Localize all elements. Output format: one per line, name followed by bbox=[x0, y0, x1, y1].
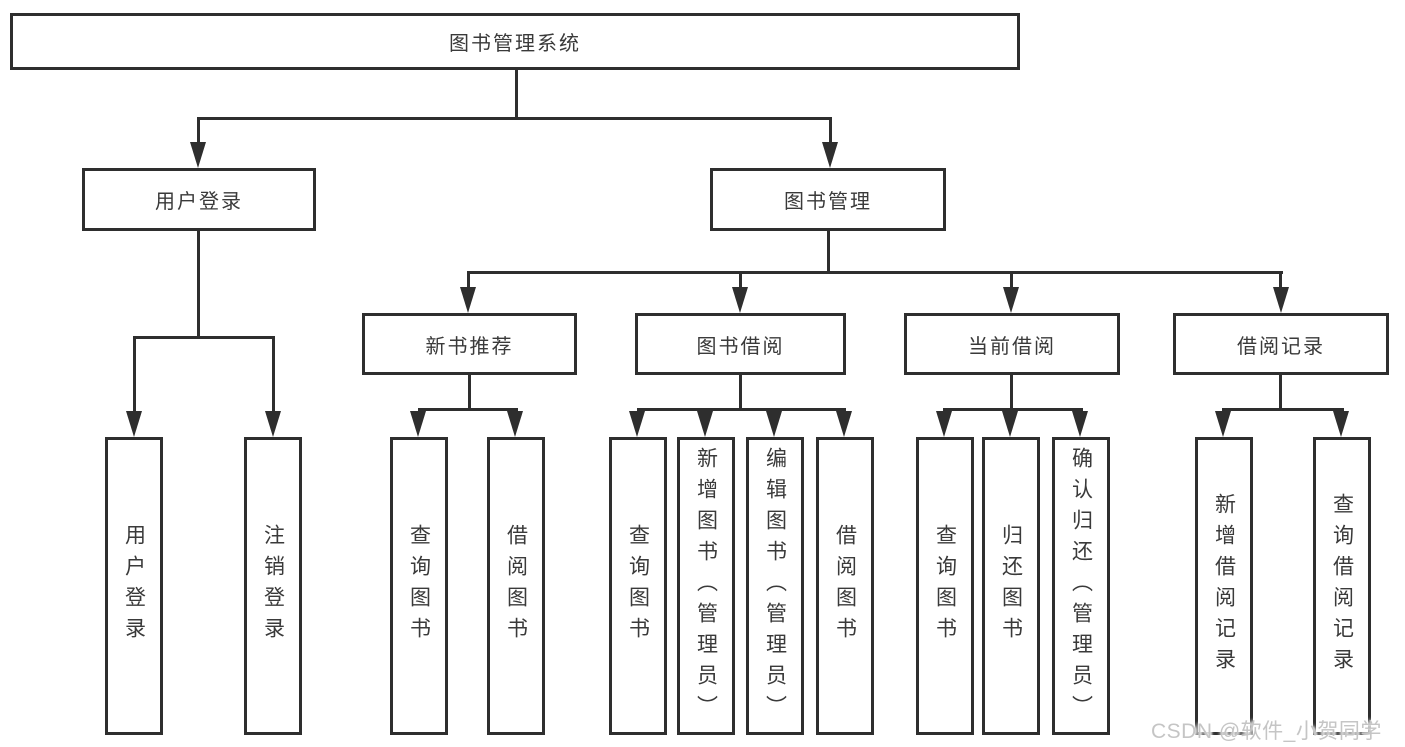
leaf-query-book-2: 查询图书 bbox=[609, 437, 667, 735]
arrowhead-to-return-book bbox=[1002, 411, 1018, 437]
node-label: 用户登录 bbox=[155, 191, 243, 213]
node-user-login: 用户登录 bbox=[82, 168, 316, 231]
connector-borrow-stem bbox=[739, 271, 742, 291]
arrowhead-to-current-borrow bbox=[1003, 287, 1019, 313]
leaf-return-book: 归还图书 bbox=[982, 437, 1040, 735]
leaf-label: 新增借阅记录 bbox=[1212, 493, 1236, 679]
leaf-label: 归还图书 bbox=[999, 524, 1023, 648]
connector-user-login-hline bbox=[133, 336, 275, 339]
connector-book-mgmt-hline bbox=[467, 271, 1283, 274]
node-label: 图书借阅 bbox=[696, 335, 785, 358]
connector-book-mgmt-stem bbox=[827, 231, 830, 271]
leaf-label: 编辑图书（管理员） bbox=[763, 446, 787, 726]
leaf-label: 借阅图书 bbox=[833, 524, 857, 648]
leaf-borrow-book-1: 借阅图书 bbox=[487, 437, 545, 735]
node-label: 借阅记录 bbox=[1237, 335, 1325, 358]
csdn-watermark: CSDN @软件_小贺同学 bbox=[1151, 720, 1382, 743]
arrowhead-to-add-record bbox=[1215, 411, 1231, 437]
arrowhead-to-leaf-logout bbox=[265, 411, 281, 437]
leaf-label: 用户登录 bbox=[122, 524, 146, 648]
connector-root-left-stem bbox=[197, 117, 200, 145]
arrowhead-to-query-record bbox=[1333, 411, 1349, 437]
leaf-label: 查询图书 bbox=[407, 524, 431, 648]
node-label: 当前借阅 bbox=[968, 335, 1056, 358]
connector-newbook-down bbox=[468, 375, 471, 408]
leaf-label: 新增图书（管理员） bbox=[694, 446, 718, 726]
connector-current-stem bbox=[1010, 271, 1013, 291]
leaf-query-book-3: 查询图书 bbox=[916, 437, 974, 735]
leaf-borrow-book-2: 借阅图书 bbox=[816, 437, 874, 735]
leaf-label: 查询图书 bbox=[626, 524, 650, 648]
leaf-label: 查询借阅记录 bbox=[1330, 493, 1354, 679]
connector-current-hline bbox=[943, 408, 1083, 411]
connector-records-stem bbox=[1279, 271, 1282, 291]
arrowhead-to-borrow-records bbox=[1273, 287, 1289, 313]
arrowhead-to-user-login bbox=[190, 142, 206, 168]
node-label: 图书管理 bbox=[784, 191, 872, 213]
connector-newbook-hline bbox=[418, 408, 518, 411]
leaf-user-login: 用户登录 bbox=[105, 437, 163, 735]
connector-current-down bbox=[1010, 375, 1013, 408]
arrowhead-to-borrow-book-2 bbox=[836, 411, 852, 437]
node-label: 图书管理系统 bbox=[449, 33, 581, 55]
arrowhead-to-book-management bbox=[822, 142, 838, 168]
arrowhead-to-borrow-book-1 bbox=[507, 411, 523, 437]
connector-borrow-down bbox=[739, 375, 742, 408]
connector-leaf-login-stem bbox=[133, 336, 136, 413]
connector-records-hline bbox=[1222, 408, 1344, 411]
leaf-confirm-return-admin: 确认归还（管理员） bbox=[1052, 437, 1110, 735]
leaf-query-borrow-record: 查询借阅记录 bbox=[1313, 437, 1371, 735]
arrowhead-to-edit-book bbox=[766, 411, 782, 437]
node-current-borrow: 当前借阅 bbox=[904, 313, 1120, 375]
leaf-label: 查询图书 bbox=[933, 524, 957, 648]
leaf-add-book-admin: 新增图书（管理员） bbox=[677, 437, 735, 735]
leaf-label: 注销登录 bbox=[261, 524, 285, 648]
node-book-management: 图书管理 bbox=[710, 168, 946, 231]
node-new-book-recommend: 新书推荐 bbox=[362, 313, 577, 375]
leaf-label: 借阅图书 bbox=[504, 524, 528, 648]
connector-root-stem bbox=[515, 70, 518, 117]
connector-root-right-stem bbox=[829, 117, 832, 145]
node-library-management-system: 图书管理系统 bbox=[10, 13, 1020, 70]
leaf-edit-book-admin: 编辑图书（管理员） bbox=[746, 437, 804, 735]
arrowhead-to-query-book-3 bbox=[936, 411, 952, 437]
arrowhead-to-book-borrow bbox=[732, 287, 748, 313]
leaf-query-book-1: 查询图书 bbox=[390, 437, 448, 735]
node-borrow-records: 借阅记录 bbox=[1173, 313, 1389, 375]
connector-user-login-stem bbox=[197, 231, 200, 336]
arrowhead-to-query-book-2 bbox=[629, 411, 645, 437]
leaf-add-borrow-record: 新增借阅记录 bbox=[1195, 437, 1253, 735]
connector-records-down bbox=[1279, 375, 1282, 408]
arrowhead-to-new-book-rec bbox=[460, 287, 476, 313]
arrowhead-to-add-book bbox=[697, 411, 713, 437]
connector-newbook-stem bbox=[467, 271, 470, 291]
leaf-logout: 注销登录 bbox=[244, 437, 302, 735]
arrowhead-to-confirm-return bbox=[1072, 411, 1088, 437]
leaf-label: 确认归还（管理员） bbox=[1069, 446, 1093, 726]
arrowhead-to-query-book-1 bbox=[410, 411, 426, 437]
arrowhead-to-leaf-login bbox=[126, 411, 142, 437]
connector-root-hline bbox=[197, 117, 832, 120]
node-book-borrow: 图书借阅 bbox=[635, 313, 846, 375]
connector-leaf-logout-stem bbox=[272, 336, 275, 413]
node-label: 新书推荐 bbox=[425, 335, 514, 358]
connector-borrow-hline bbox=[637, 408, 846, 411]
